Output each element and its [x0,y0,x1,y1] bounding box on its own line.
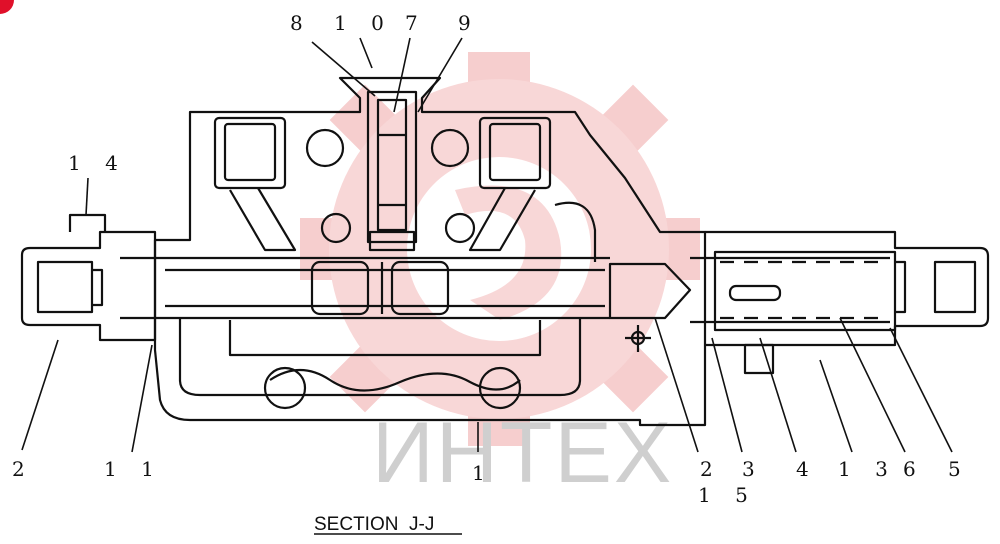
leader-6 [839,317,906,453]
leader-11 [131,344,153,453]
leader-14 [85,177,89,216]
valve-body [20,76,990,427]
label-15: 1 5 [698,483,757,507]
label-2: 2 [700,457,722,481]
section-caption: SECTION J-J [314,514,434,535]
label-11: 1 1 [104,457,163,481]
label-7: 7 [405,11,427,35]
label-1: 1 [472,461,494,485]
label-6: 6 [903,457,925,481]
label-10: 1 0 [334,11,393,35]
leader-10 [359,37,373,69]
corner-badge [0,0,14,14]
part-labels: 8 1 0 7 9 1 4 2 1 1 1 2 3 4 1 3 6 5 1 5 [12,11,970,507]
leader-9 [417,37,463,113]
label-12: 2 [12,457,34,481]
label-8: 8 [290,11,312,35]
label-4: 4 [796,457,818,481]
leader-3 [711,337,743,453]
leader-13 [819,359,853,453]
label-13: 1 3 [838,457,897,481]
leader-12 [21,339,59,451]
label-5: 5 [948,457,970,481]
leader-2 [654,317,699,453]
leader-lines [21,37,953,453]
label-14: 1 4 [68,151,127,175]
label-9: 9 [458,11,480,35]
leader-7 [393,37,411,113]
leader-5 [889,327,953,453]
leader-4 [759,337,797,453]
label-3: 3 [742,457,764,481]
leader-8 [311,41,376,97]
